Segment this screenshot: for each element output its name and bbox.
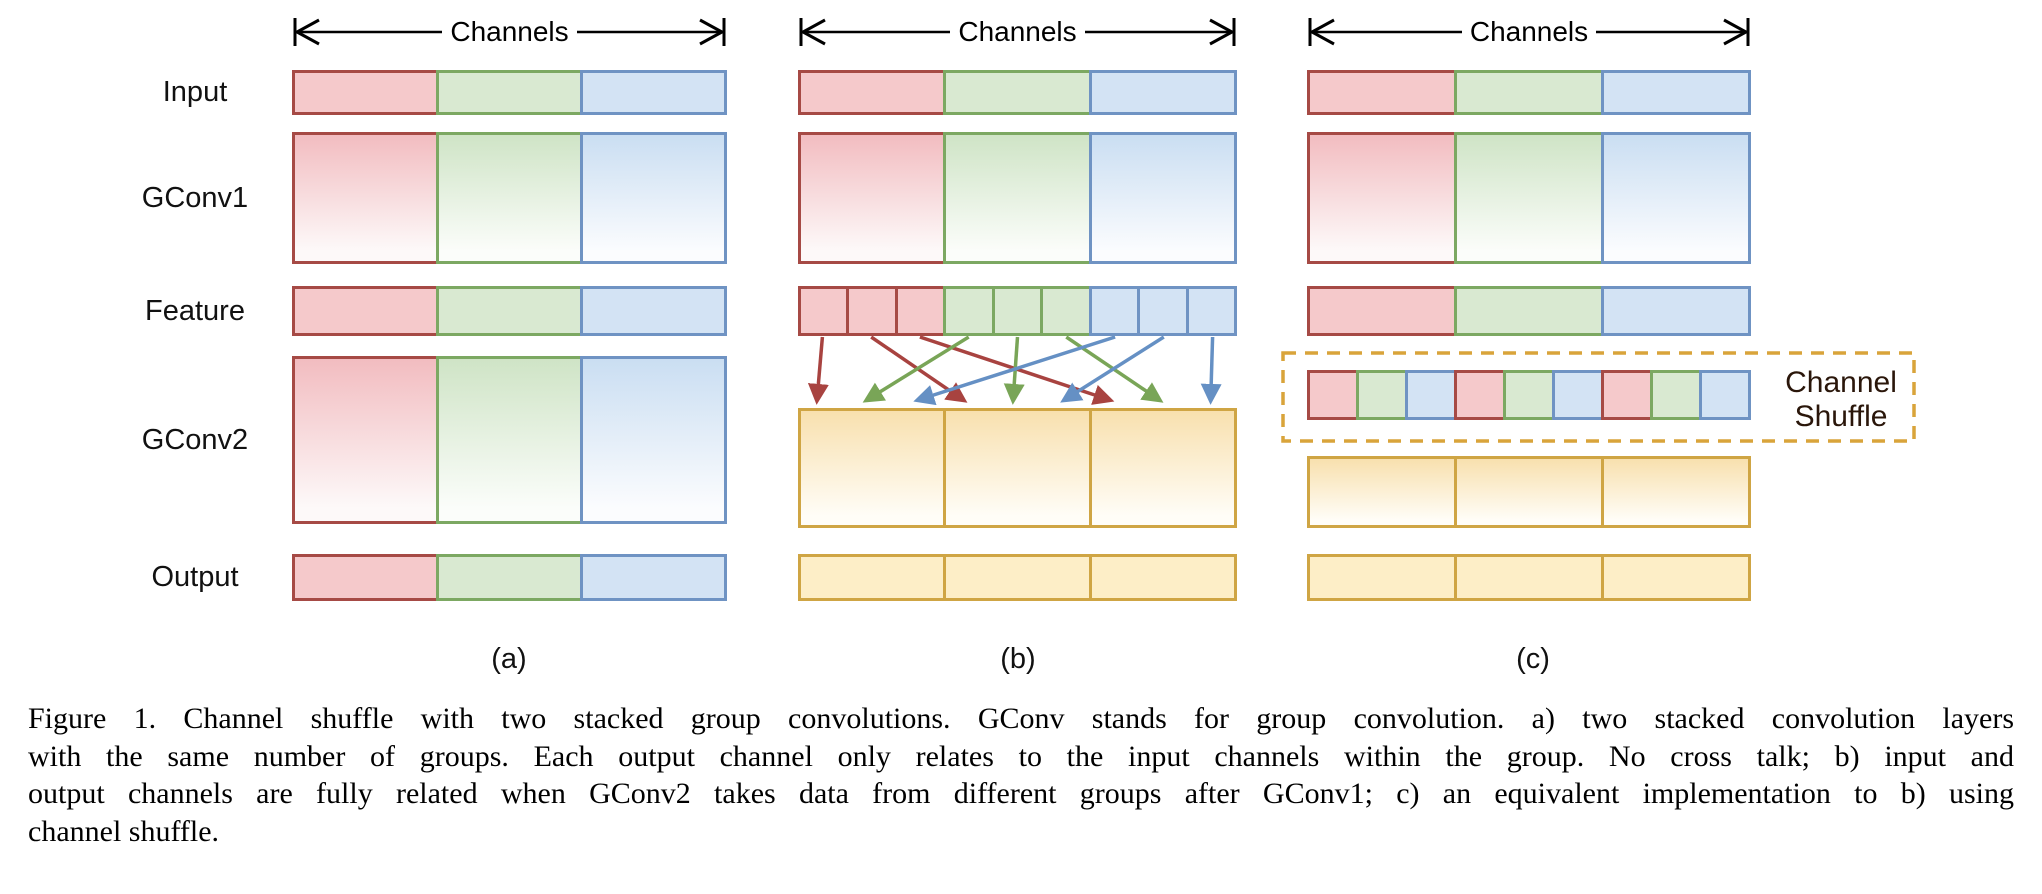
caption-line-3: output channels are fully related when G… — [28, 777, 2014, 810]
panel-label-c: (c) — [1516, 643, 1550, 675]
green-channel-block — [943, 70, 1092, 115]
red-channel-block — [292, 132, 439, 264]
blue-channel-block — [1699, 370, 1751, 420]
yellow-channel-block — [1454, 554, 1604, 601]
green-channel-block — [436, 132, 583, 264]
red-channel-block — [894, 286, 947, 336]
feature-row-c — [1307, 286, 1751, 336]
row-label-gconv2: GConv2 — [141, 424, 249, 456]
output-row-a — [292, 554, 727, 601]
feature-split-row-b — [798, 286, 1237, 336]
blue-channel-block — [580, 356, 727, 524]
row-label-gconv1: GConv1 — [141, 182, 249, 214]
caption-line-4: channel shuffle. — [28, 814, 220, 848]
green-channel-block — [436, 70, 583, 115]
yellow-channel-block — [1454, 456, 1604, 528]
green-channel-block — [436, 554, 583, 601]
blue-channel-block — [1601, 70, 1751, 115]
red-channel-block — [846, 286, 898, 336]
channels-arrow-label-c: Channels — [1307, 14, 1751, 50]
red-channel-block — [292, 554, 439, 601]
channels-arrow-label-b: Channels — [798, 14, 1237, 50]
red-channel-block — [798, 132, 947, 264]
green-channel-block — [1454, 70, 1604, 115]
green-channel-block — [436, 356, 583, 524]
channel-shuffle-label-line2: Shuffle — [1794, 400, 1888, 433]
red-channel-block — [798, 286, 850, 336]
blue-channel-block — [1601, 132, 1751, 264]
green-channel-block — [1356, 370, 1408, 420]
green-channel-block — [991, 286, 1044, 336]
caption-line-1: Figure 1. Channel shuffle with two stack… — [28, 702, 2014, 735]
gconv2-row-a — [292, 356, 727, 524]
red-channel-block — [1601, 370, 1653, 420]
blue-channel-block — [580, 554, 727, 601]
red-channel-block — [1307, 132, 1457, 264]
blue-channel-block — [580, 286, 727, 336]
blue-channel-block — [1137, 286, 1189, 336]
row-label-feature: Feature — [145, 295, 245, 327]
panel-label-b: (b) — [1000, 643, 1036, 675]
blue-channel-block — [1088, 70, 1237, 115]
blue-channel-block — [580, 70, 727, 115]
row-label-output: Output — [151, 561, 239, 593]
blue-channel-block — [1185, 286, 1237, 336]
blue-channel-block — [1088, 286, 1141, 336]
channels-arrow-label-a: Channels — [292, 14, 727, 50]
blue-channel-block — [1088, 132, 1237, 264]
output-row-b — [798, 554, 1237, 601]
blue-channel-block — [1601, 286, 1751, 336]
yellow-channel-block — [1601, 554, 1751, 601]
channel-shuffle-label-line1: Channel — [1785, 366, 1897, 399]
red-channel-block — [292, 356, 439, 524]
channel-shuffle-row-c — [1307, 370, 1751, 420]
yellow-channel-block — [1088, 408, 1237, 528]
panel-label-a: (a) — [491, 643, 527, 675]
green-channel-block — [436, 286, 583, 336]
red-channel-block — [292, 286, 439, 336]
green-channel-block — [943, 132, 1092, 264]
gconv2-row-b — [798, 408, 1237, 528]
gconv2-row-c — [1307, 456, 1751, 528]
green-channel-block — [1454, 132, 1604, 264]
red-channel-block — [1454, 370, 1506, 420]
feature-row-a — [292, 286, 727, 336]
yellow-channel-block — [943, 408, 1092, 528]
gconv2-crossing-arrows — [807, 336, 1222, 406]
figure-caption: Figure 1. Channel shuffle with two stack… — [28, 700, 2014, 850]
green-channel-block — [1040, 286, 1092, 336]
green-channel-block — [1650, 370, 1702, 420]
red-channel-block — [798, 70, 947, 115]
green-channel-block — [1454, 286, 1604, 336]
yellow-channel-block — [798, 408, 947, 528]
yellow-channel-block — [798, 554, 947, 601]
input-row-c — [1307, 70, 1751, 115]
blue-channel-block — [1405, 370, 1457, 420]
gconv1-row-c — [1307, 132, 1751, 264]
yellow-channel-block — [1307, 554, 1457, 601]
red-channel-block — [1307, 370, 1359, 420]
yellow-channel-block — [943, 554, 1092, 601]
input-row-a — [292, 70, 727, 115]
red-channel-block — [292, 70, 439, 115]
yellow-channel-block — [1088, 554, 1237, 601]
gconv1-row-a — [292, 132, 727, 264]
caption-line-2: with the same number of groups. Each out… — [28, 739, 2014, 773]
input-row-b — [798, 70, 1237, 115]
channel-shuffle-label: Channel Shuffle — [1768, 366, 1914, 434]
yellow-channel-block — [1307, 456, 1457, 528]
row-label-input: Input — [162, 76, 228, 108]
green-channel-block — [943, 286, 995, 336]
output-row-c — [1307, 554, 1751, 601]
red-channel-block — [1307, 286, 1457, 336]
green-channel-block — [1503, 370, 1555, 420]
red-channel-block — [1307, 70, 1457, 115]
blue-channel-block — [580, 132, 727, 264]
gconv1-row-b — [798, 132, 1237, 264]
channel-shuffle-dashed-box — [1281, 351, 1916, 443]
blue-channel-block — [1552, 370, 1604, 420]
yellow-channel-block — [1601, 456, 1751, 528]
